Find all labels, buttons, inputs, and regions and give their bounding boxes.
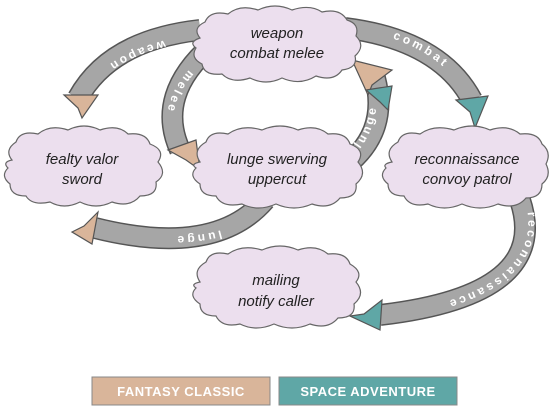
node-lunge-swerving-line1: lunge swerving: [227, 151, 328, 168]
node-reconnaissance: reconnaissance convoy patrol: [381, 125, 549, 209]
node-shape: [192, 5, 362, 83]
node-weapon-combat-line1: weapon: [251, 25, 304, 42]
node-weapon-combat: weapon combat melee: [192, 5, 362, 83]
node-mailing-line2: notify caller: [238, 293, 315, 310]
legend-fantasy-label: FANTASY CLASSIC: [117, 384, 245, 399]
arrowhead-lunge-up: [350, 59, 394, 97]
legend-space-label: SPACE ADVENTURE: [300, 384, 435, 399]
node-fealty-line1: fealty valor: [46, 151, 120, 168]
edge-label-reconnaissance: reconnaissance: [445, 211, 536, 312]
legend: FANTASY CLASSIC SPACE ADVENTURE: [91, 376, 458, 406]
node-shape: [192, 125, 364, 209]
node-reconnaissance-line1: reconnaissance: [414, 151, 519, 168]
node-fealty-line2: sword: [62, 171, 103, 188]
arrowhead-weapon: [62, 94, 100, 120]
edge-reconnaissance: reconnaissance: [347, 196, 539, 331]
arrowhead-lunge-left: [70, 210, 99, 245]
node-mailing-line1: mailing: [252, 272, 300, 289]
arrowhead-lunge-up-tail: [364, 85, 393, 112]
edge-lunge-left: lunge: [70, 192, 274, 250]
node-reconnaissance-line2: convoy patrol: [422, 171, 512, 188]
arrowhead-combat: [454, 95, 489, 130]
node-mailing: mailing notify caller: [192, 245, 362, 329]
node-lunge-swerving: lunge swerving uppercut: [192, 125, 364, 209]
svg-text:reconnaissance: reconnaissance: [445, 211, 539, 312]
node-weapon-combat-line2: combat melee: [230, 45, 324, 62]
arrowhead-reconnaissance: [347, 298, 383, 331]
node-fealty: fealty valor sword: [3, 125, 164, 207]
legend-space-swatch: [278, 376, 458, 406]
node-shape: [3, 125, 164, 207]
node-shape: [381, 125, 549, 209]
edge-weapon: weapon: [62, 19, 202, 120]
legend-fantasy-swatch: [91, 376, 271, 406]
node-lunge-swerving-line2: uppercut: [248, 171, 307, 188]
node-shape: [192, 245, 362, 329]
